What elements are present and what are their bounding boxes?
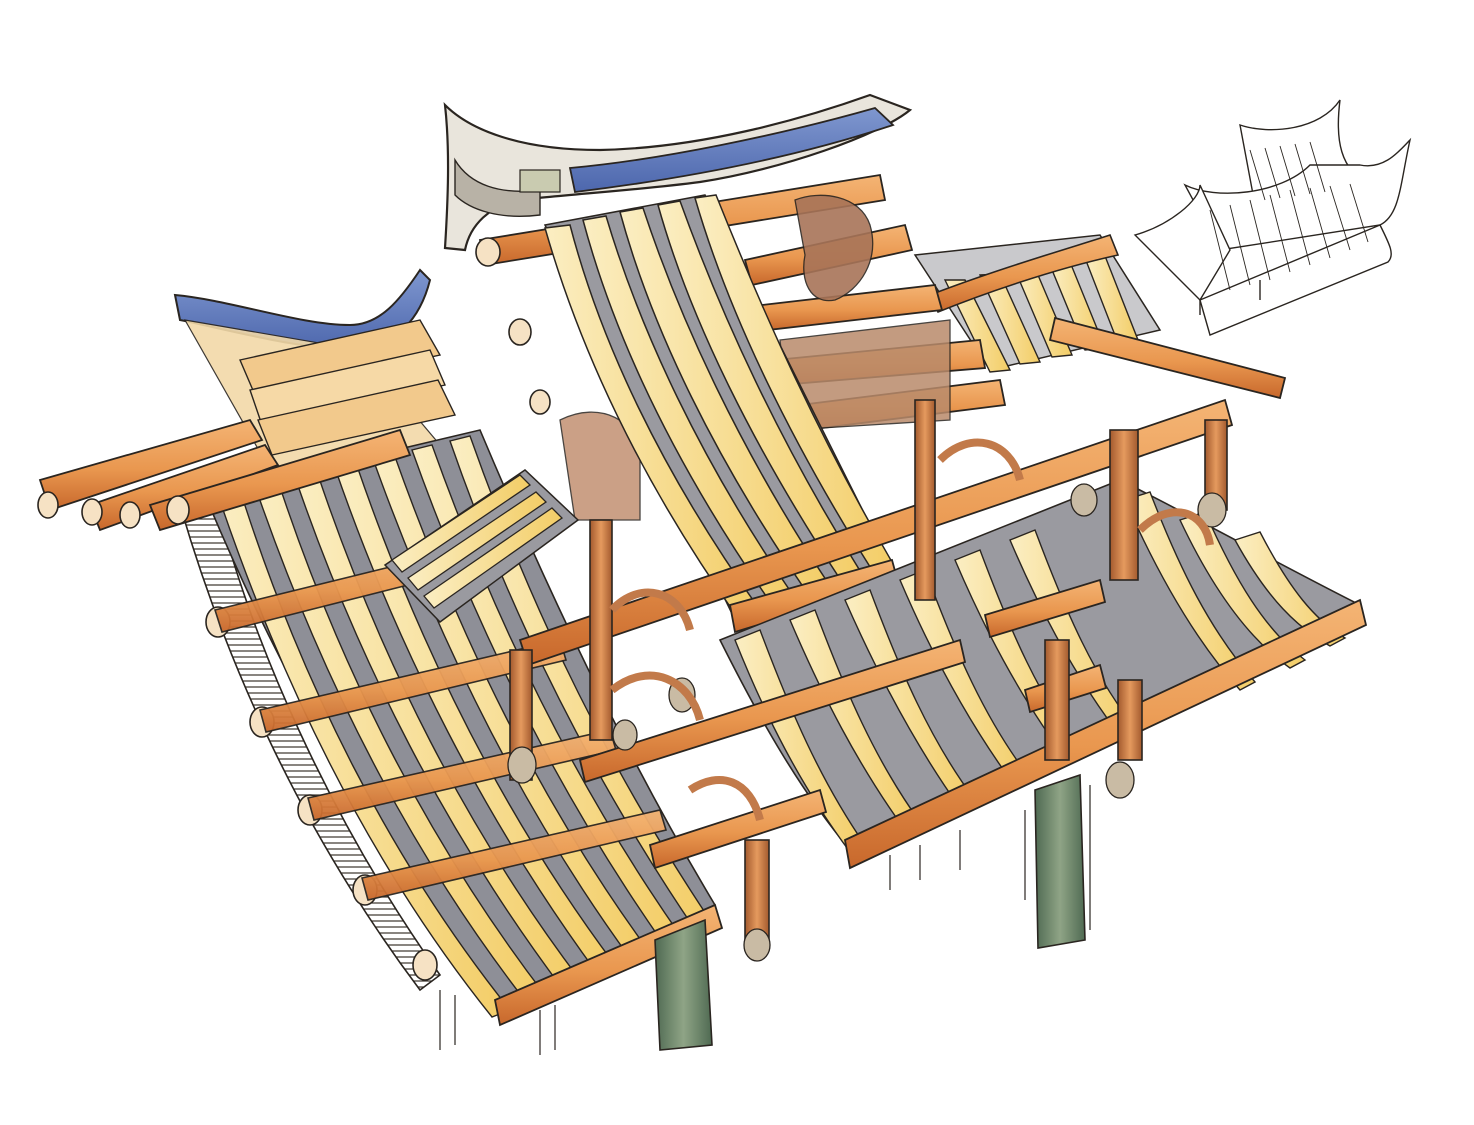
small-dormer-panel: [383, 469, 580, 623]
arched-brackets: [609, 438, 1214, 822]
sketch-drip-lines: [439, 785, 1091, 1055]
purlin-end-caps-back: [475, 237, 551, 415]
right-rafter-panel: [718, 479, 1368, 870]
central-rafter-panel: [543, 194, 900, 634]
main-ridge: [443, 93, 913, 252]
pendant-carvings: [507, 483, 1227, 962]
main-beams: [518, 316, 1287, 870]
back-left-rafter-bundle: [239, 319, 457, 456]
bracket-sets: [559, 194, 951, 521]
dragon-columns: [654, 773, 1086, 1051]
inset-temple-roof-sketch: [1133, 99, 1412, 336]
